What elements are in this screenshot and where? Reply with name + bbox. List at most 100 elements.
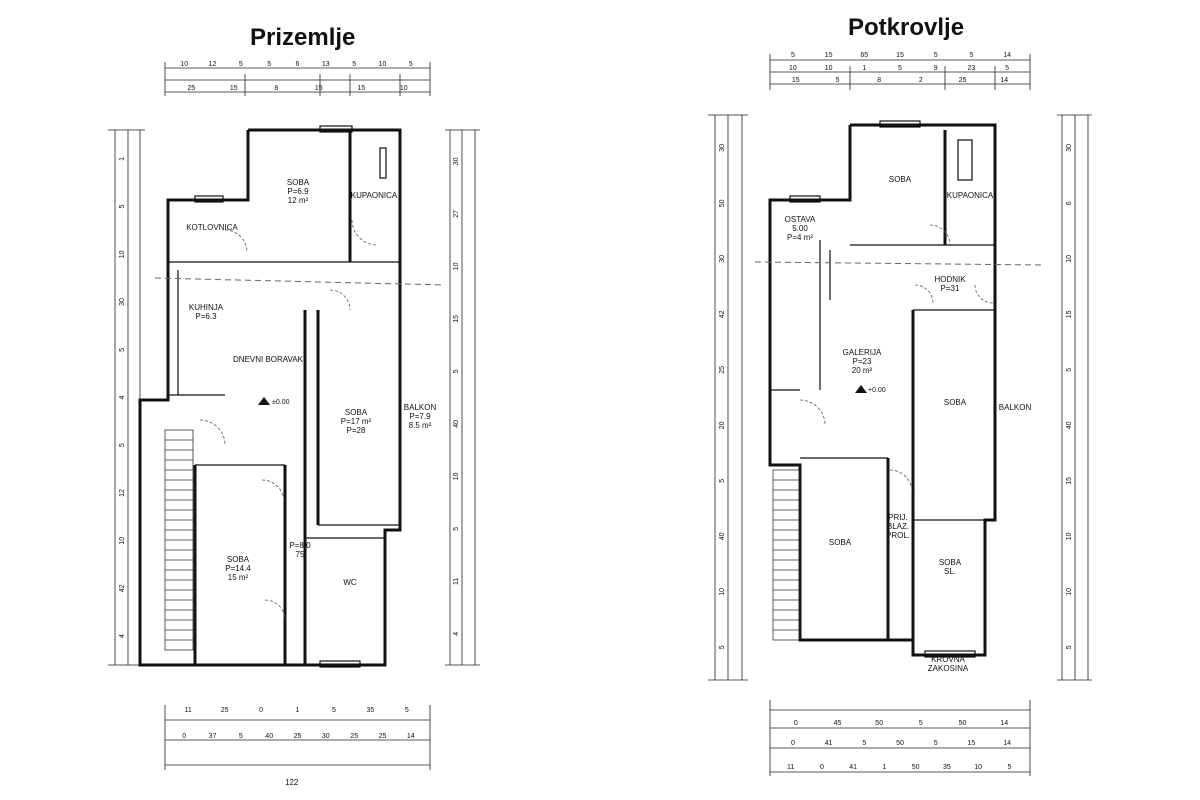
right-walls	[768, 123, 997, 657]
dimension-label: 10	[719, 588, 726, 596]
room-label-ostava: P=4 m²	[787, 233, 813, 242]
room-label-garderoba: PRIJ.	[888, 513, 908, 522]
room-label-soba1: 12 m²	[288, 196, 309, 205]
right-level-mark: +0.00	[868, 387, 886, 394]
left-doors	[199, 219, 378, 621]
right-windows	[789, 120, 976, 658]
dimension-label: 12	[209, 61, 217, 68]
dimension-label: 25	[379, 733, 387, 740]
room-label-balkon: BALKON	[404, 403, 437, 412]
left-bottom-dimension-lines	[164, 705, 431, 770]
dimension-label: 1	[862, 65, 866, 72]
dimension-label: 10	[180, 61, 188, 68]
dimension-label: 15	[357, 85, 365, 92]
dimension-label: 35	[943, 764, 951, 771]
dimension-label: 10	[119, 537, 126, 545]
dimension-label: 5	[1005, 65, 1009, 72]
dimension-label: 50	[719, 199, 726, 207]
dimension-label: 25	[221, 707, 229, 714]
dimension-label: 10	[825, 65, 833, 72]
dimension-label: 14	[1003, 52, 1011, 59]
room-label-krovna: KROVNA	[931, 655, 965, 664]
room-label-hodnik: P=31	[941, 284, 960, 293]
room-label-garderoba: PROL.	[886, 531, 910, 540]
dimension-label: 10	[974, 764, 982, 771]
room-label-wc: WC	[343, 578, 357, 587]
dimension-label: 23	[968, 65, 976, 72]
dimension-label: 5	[934, 52, 938, 59]
room-label-balkon: 8.5 m²	[409, 421, 432, 430]
left-level-marker: ±0.00	[258, 397, 290, 406]
room-label-kupaonica: KUPAONICA	[351, 191, 398, 200]
dimension-label: 42	[719, 310, 726, 318]
room-label-soba2: P=17 m²	[341, 417, 372, 426]
dimension-label: 30	[453, 157, 460, 165]
dimension-label: 10	[453, 472, 460, 480]
room-label-hodnik: 75	[296, 550, 305, 559]
dimension-label: 15	[792, 77, 800, 84]
dimension-label: 5	[862, 740, 866, 747]
dimension-label: 10	[1066, 255, 1073, 263]
dimension-label: 9	[934, 65, 938, 72]
dimension-label: 15	[315, 85, 323, 92]
dimension-label: 41	[849, 764, 857, 771]
room-label-kotlovnica: KOTLOVNICA	[186, 223, 238, 232]
room-label-soba4: SOBA	[939, 558, 962, 567]
room-label-soba3: P=14.4	[225, 564, 251, 573]
room-label-galerija: 20 m²	[852, 366, 873, 375]
dimension-label: 15	[1066, 477, 1073, 485]
dimension-label: 15	[453, 315, 460, 323]
dimension-label: 50	[896, 740, 904, 747]
dimension-label: 30	[322, 733, 330, 740]
right-side-dimension-lines	[708, 114, 1092, 681]
dimension-label: 30	[1066, 144, 1073, 152]
left-top-dimension-lines	[164, 62, 431, 96]
room-label-soba3: SOBA	[829, 538, 852, 547]
dimension-label: 10	[1066, 588, 1073, 596]
dimension-label: 14	[1000, 77, 1008, 84]
dimension-label: 41	[825, 740, 833, 747]
dimension-label: 25	[187, 85, 195, 92]
right-top-dimension-lines	[769, 54, 1031, 90]
dimension-label: 15	[968, 740, 976, 747]
dimension-label: 4	[119, 634, 126, 638]
dimension-label: 5	[919, 720, 923, 727]
room-label-soba2: SOBA	[944, 398, 967, 407]
dimension-label: 5	[934, 740, 938, 747]
room-label-soba3: 15 m²	[228, 573, 249, 582]
room-label-ostava: OSTAVA	[785, 215, 816, 224]
dimension-label: 1	[119, 157, 126, 161]
dimension-label: 5	[719, 479, 726, 483]
dimension-label: 30	[119, 298, 126, 306]
dimension-label: 14	[1000, 720, 1008, 727]
dimension-label: 5	[119, 348, 126, 352]
dimension-label: 15	[230, 85, 238, 92]
dimension-label: 8	[877, 77, 881, 84]
dimension-label: 50	[912, 764, 920, 771]
dimension-label: 42	[119, 584, 126, 592]
dimension-label: 13	[322, 61, 330, 68]
dimension-label: 11	[185, 707, 192, 714]
dimension-label: 0	[794, 720, 798, 727]
dimension-label: 5	[352, 61, 356, 68]
dimension-label: 1	[296, 707, 300, 714]
dimension-label: 10	[453, 262, 460, 270]
dimension-label: 40	[719, 532, 726, 540]
dimension-label: 50	[875, 720, 883, 727]
dimension-label: 8	[274, 85, 278, 92]
dimension-label: 4	[453, 632, 460, 636]
right-doors	[799, 224, 994, 493]
dimension-label: 5	[1066, 645, 1073, 649]
dimension-label: 11	[787, 764, 794, 771]
right-plan-title: Potkrovlje	[848, 14, 965, 41]
dimension-label: 30	[719, 144, 726, 152]
dimension-label: 45	[834, 720, 842, 727]
room-label-balkon: P=7.9	[409, 412, 431, 421]
dimension-label: 5	[969, 52, 973, 59]
